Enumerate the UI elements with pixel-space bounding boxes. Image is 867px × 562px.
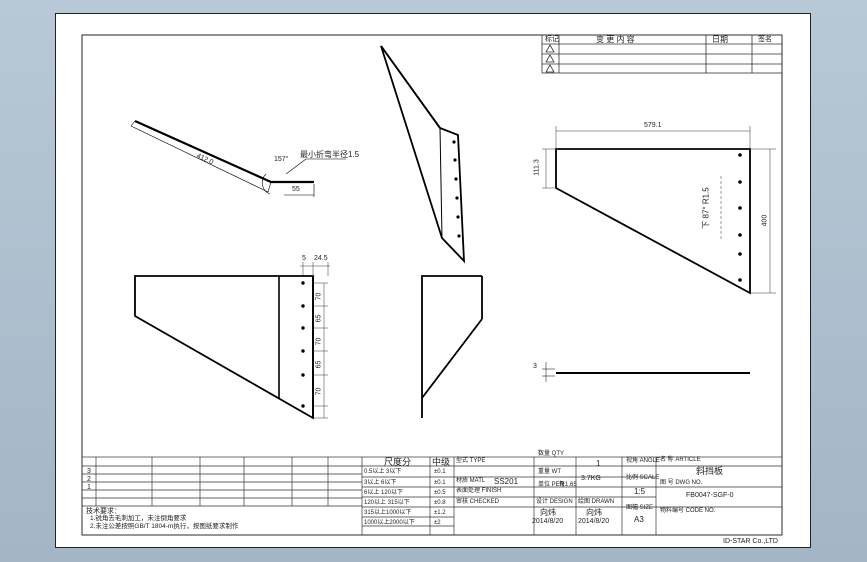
left-row-2: 2: [87, 476, 91, 483]
dim-top-width: 5: [302, 255, 306, 262]
front-view: [134, 275, 314, 420]
revision-triangles: [545, 44, 555, 73]
tol-val-0: ±0.1: [434, 469, 446, 475]
unit-value: 每1.65: [559, 482, 577, 488]
note-2: 2.未注公差按照GB/T 1804-m执行，按图纸要求制作: [90, 523, 239, 530]
dim-pitch-2: 65: [315, 314, 323, 323]
code-label: 物料编号 CODE NO.: [660, 508, 716, 514]
grade-header: 中级: [432, 457, 451, 467]
tol-range-1: 3以上 6以下: [364, 480, 397, 486]
tol-range-5: 1000以上2000以下: [364, 520, 415, 526]
weight-value: 3.7KG: [581, 475, 601, 482]
qty-label: 数量 QTY: [538, 451, 565, 457]
bend-radius-note: 最小折弯半径1.5: [300, 150, 360, 159]
angle-label: 视角 ANGLE: [626, 458, 661, 464]
rev-header-sign: 签名: [758, 36, 772, 43]
tol-range-2: 6以上 120以下: [364, 490, 404, 496]
tol-val-1: ±0.1: [434, 480, 446, 486]
note-1: 1.锐角去毛刺加工，未注倒角要求: [90, 515, 187, 522]
scale-value: 1:5: [634, 487, 646, 496]
dim-flange: 55: [292, 186, 300, 193]
dim-right-height: 400: [761, 214, 769, 227]
material-value: SS201: [494, 477, 519, 486]
type-label: 型式 TYPE: [456, 458, 486, 464]
dim-pitch-5: 70: [315, 387, 323, 396]
front-view-dims: [300, 262, 330, 419]
left-row-3: 3: [87, 468, 91, 475]
dim-top-width2: 24.5: [314, 255, 328, 262]
scale-label: 比例 SCALE: [626, 475, 660, 481]
drawing-canvas: [81, 34, 783, 536]
drawing-sheet: 标记 变 更 内 容 日期 签名 412.0 157° 最小折弯半径1.5 55…: [55, 13, 811, 548]
end-view: [421, 275, 483, 418]
drawn-label: 绘图 DRAWN: [578, 499, 615, 505]
front-view-holes: [301, 281, 305, 408]
dim-pitch-1: 70: [315, 292, 323, 301]
dwg-no: FB0047-SGF-0: [686, 492, 734, 499]
tol-range-0: 0.5以上 3以下: [364, 469, 402, 475]
dim-pitch-3: 70: [315, 337, 323, 346]
designer: 向炜: [540, 508, 556, 517]
dim-angle: 157°: [274, 156, 289, 163]
unit-label: 单位 PER: [538, 482, 565, 488]
isometric-view: [380, 45, 466, 264]
bend-note: 下 87° R1.5: [701, 187, 711, 229]
company-name: ID-STAR Co.,LTD: [723, 538, 778, 545]
checked-label: 审核 CHECKED: [456, 499, 500, 505]
tol-val-2: ±0.5: [434, 490, 446, 496]
tol-val-4: ±1.2: [434, 510, 446, 516]
revision-table-lines: [541, 34, 783, 74]
drawer: 向炜: [586, 508, 602, 517]
size-value: A3: [634, 515, 644, 524]
tol-range-4: 315以上1000以下: [364, 510, 412, 516]
title-block-lines: [81, 456, 783, 536]
left-row-1: 1: [87, 484, 91, 491]
isometric-holes: [452, 140, 461, 238]
design-label: 设计 DESIGN: [536, 499, 573, 505]
qty-value: 1: [596, 459, 601, 468]
finish-label: 表面处理 FINISH: [456, 488, 502, 494]
side-view: [130, 119, 346, 197]
tol-val-3: ±0.8: [434, 500, 446, 506]
rev-header-mark: 标记: [545, 36, 559, 43]
material-label: 材质 MATL: [456, 478, 486, 484]
thickness-view: [542, 362, 750, 382]
dim-pitch-4: 65: [315, 360, 323, 369]
rev-header-date: 日期: [712, 35, 728, 44]
dim-right-width: 579.1: [644, 122, 662, 129]
flat-pattern-holes: [738, 153, 742, 282]
dim-thickness: 3: [533, 363, 537, 370]
drawn-date: 2014/8/20: [578, 518, 610, 525]
dim-right-small: 111.3: [533, 159, 541, 176]
article-value: 斜挡板: [696, 466, 724, 476]
article-label: 名 称 ARTICLE: [660, 457, 701, 463]
size-label: 图幅 SIZE: [626, 505, 654, 511]
rev-header-content: 变 更 内 容: [596, 35, 635, 44]
design-date: 2014/8/20: [532, 518, 564, 525]
notes-title: 技术要求：: [86, 508, 121, 515]
flat-pattern-dims: [542, 126, 776, 294]
tolerance-header: 尺度分: [384, 457, 412, 467]
tol-val-5: ±2: [434, 520, 441, 526]
weight-label: 重量 WT: [538, 469, 561, 475]
tol-range-3: 120以上 315以下: [364, 500, 410, 506]
dwg-label: 图 号 DWG NO.: [660, 480, 703, 486]
